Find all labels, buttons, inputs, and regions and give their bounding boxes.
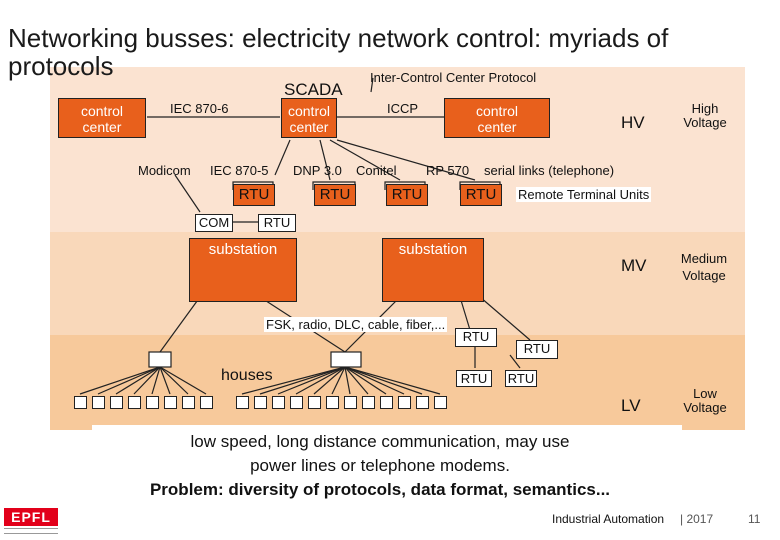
house [416,396,429,409]
iec-870-5-label: IEC 870-5 [210,163,269,178]
iec-870-6-label: IEC 870-6 [170,101,229,116]
house [344,396,357,409]
house [272,396,285,409]
transformer-left [148,351,172,368]
control-center-middle-label: control center [287,103,331,135]
epfl-logo-mark: EPFL [4,508,58,526]
modicom-label: Modicom [138,163,191,178]
medium-voltage-label: Medium Voltage [680,251,728,283]
dnp-label: DNP 3.0 [293,163,342,178]
hv-label: HV [621,113,645,132]
house [74,396,87,409]
remote-terminal-units-label: Remote Terminal Units [516,187,652,202]
house [380,396,393,409]
houses-label: houses [221,367,273,384]
serial-links-label: serial links (telephone) [484,163,615,178]
house [326,396,339,409]
page-title: Networking busses: electricity network c… [8,23,669,81]
iccp-label: ICCP [387,101,419,116]
house [398,396,411,409]
control-center-right-label: control center [475,103,519,135]
bottom-panel [92,425,682,503]
com-box: COM [195,214,233,232]
footer-year: | 2017 [680,512,714,526]
control-center-right: control center [444,98,550,138]
substation-left-label: substation [208,241,278,258]
house [308,396,321,409]
house [254,396,267,409]
rtu-1: RTU [233,184,275,206]
epfl-logo: EPFL [4,508,58,534]
house [434,396,447,409]
control-center-left: control center [58,98,146,138]
rp570-label: RP 570 [426,163,470,178]
control-center-middle: control center [281,98,337,138]
rtu-mv-1: RTU [455,328,497,347]
house [128,396,141,409]
house [146,396,159,409]
footer-title: Industrial Automation [552,512,665,526]
rtu-4: RTU [460,184,502,206]
page-number: 11 [748,512,761,526]
bottom-line-2: power lines or telephone modems. [250,456,510,475]
house [236,396,249,409]
rtu-lv-2: RTU [505,370,537,387]
substation-right: substation [382,238,484,302]
high-voltage-label: High Voltage [683,101,727,130]
substation-right-label: substation [398,241,468,258]
inter-control-label: Inter-Control Center Protocol [370,70,537,85]
house [290,396,303,409]
rtu-lv-1: RTU [456,370,492,387]
mv-label: MV [621,256,647,275]
house [110,396,123,409]
house [164,396,177,409]
rtu-2: RTU [314,184,356,206]
house [200,396,213,409]
fsk-label: FSK, radio, DLC, cable, fiber,... [264,317,448,332]
conitel-label: Conitel [356,163,397,178]
rtu-substation-box: RTU [258,214,296,232]
scada-label: SCADA [284,80,343,99]
lv-label: LV [621,396,641,415]
house [182,396,195,409]
bottom-line-1: low speed, long distance communication, … [190,432,570,451]
low-voltage-label: Low Voltage [683,386,727,415]
epfl-logo-subtext [4,528,58,534]
rtu-mv-2: RTU [516,340,558,359]
transformer-right [330,351,362,368]
rtu-3: RTU [386,184,428,206]
house [92,396,105,409]
bottom-line-3: Problem: diversity of protocols, data fo… [149,480,611,499]
substation-left: substation [189,238,297,302]
house [362,396,375,409]
control-center-left-label: control center [80,103,124,135]
